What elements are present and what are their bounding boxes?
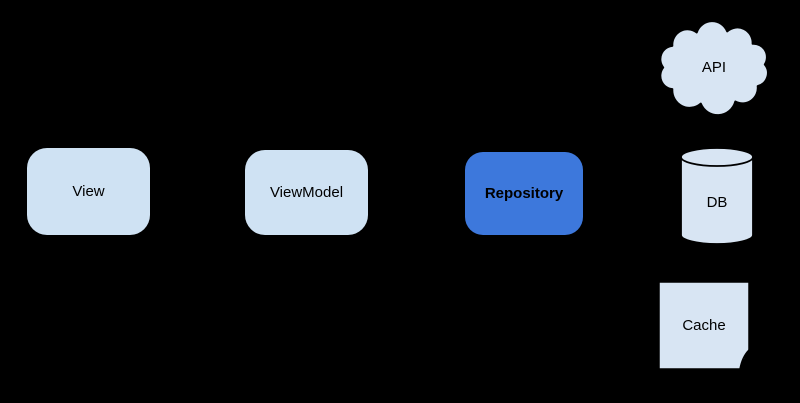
node-repository: Repository [465, 152, 583, 235]
cache-note-shape [658, 281, 750, 370]
cylinder-top [680, 147, 754, 167]
node-viewmodel-label: ViewModel [269, 184, 344, 201]
note-fold-corner [739, 349, 750, 370]
node-viewmodel: ViewModel [245, 150, 368, 235]
cylinder-body [680, 157, 754, 245]
db-cylinder-shape [680, 147, 754, 245]
api-cloud-shape [659, 20, 769, 115]
node-view-label: View [72, 183, 105, 200]
node-repository-label: Repository [484, 185, 564, 202]
node-view: View [27, 148, 150, 235]
cloud-outline [659, 20, 769, 115]
note-body [658, 281, 750, 370]
